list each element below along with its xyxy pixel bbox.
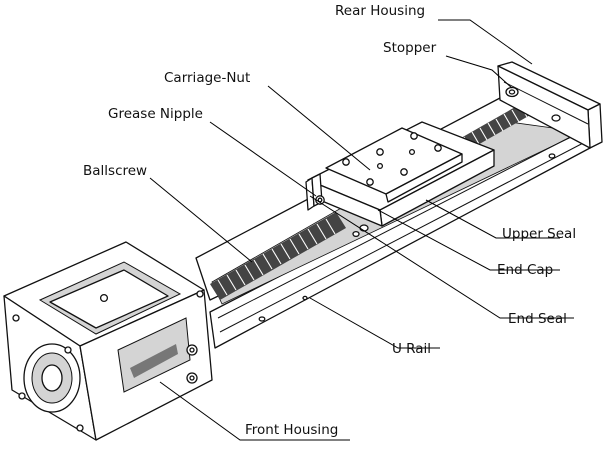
leader-end-seal: [309, 195, 574, 319]
label-u-rail: U Rail: [392, 341, 431, 357]
carriage-nut: [305, 121, 495, 227]
leader-stopper: [445, 55, 513, 89]
leader-lines: [149, 19, 574, 441]
label-ballscrew: Ballscrew: [83, 163, 147, 179]
label-stopper: Stopper: [383, 40, 437, 56]
front-housing: [3, 241, 213, 441]
rear-housing: [497, 61, 603, 149]
leader-grease-nipple: [209, 121, 317, 197]
leader-front-housing: [159, 381, 350, 441]
label-upper-seal: Upper Seal: [502, 226, 576, 242]
leader-rear-housing: [438, 19, 533, 65]
label-end-seal: End Seal: [508, 311, 567, 327]
leader-ballscrew: [149, 177, 253, 263]
callout-labels: Rear Housing Stopper Carriage-Nut Grease…: [83, 3, 576, 438]
leader-u-rail: [309, 297, 440, 349]
label-end-cap: End Cap: [497, 262, 553, 278]
label-carriage-nut: Carriage-Nut: [164, 70, 250, 86]
label-grease-nipple: Grease Nipple: [108, 106, 203, 122]
leader-carriage-nut: [267, 85, 371, 171]
ballscrew-front: [210, 212, 346, 300]
leader-end-cap: [377, 209, 560, 271]
label-front-housing: Front Housing: [245, 422, 338, 438]
leader-upper-seal: [425, 199, 560, 239]
stopper: [505, 86, 561, 122]
label-rear-housing: Rear Housing: [335, 3, 425, 19]
